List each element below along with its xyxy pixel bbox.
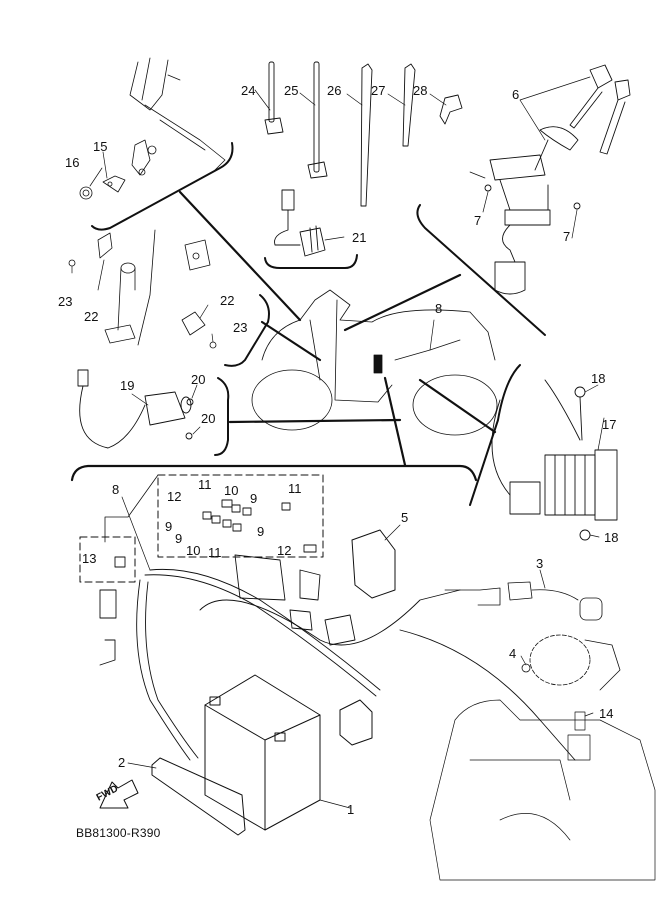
callout-6: 6	[512, 87, 520, 102]
callout-9c: 9	[175, 531, 183, 546]
vehicle-silhouette	[251, 289, 498, 436]
callout-16: 16	[65, 155, 80, 170]
callout-7b: 7	[563, 229, 571, 244]
inset-bracket-top-left	[91, 142, 234, 231]
starter-relay-inset	[77, 369, 194, 449]
callout-14: 14	[599, 706, 614, 721]
inset-bracket-clamps	[224, 294, 270, 367]
battery-cover	[339, 699, 373, 746]
callout-21: 21	[352, 230, 367, 245]
callout-12a: 12	[167, 489, 182, 504]
callout-5: 5	[401, 510, 409, 525]
engine-case	[429, 699, 656, 881]
fwd-arrow-icon	[99, 779, 139, 809]
callout-11c: 11	[288, 481, 302, 496]
inset-bracket-main-switch	[416, 204, 546, 336]
callout-8a: 8	[435, 301, 443, 316]
callout-leaders	[71, 76, 605, 809]
callout-3: 3	[536, 556, 544, 571]
inset-bracket-relay	[214, 377, 230, 456]
callout-17: 17	[602, 417, 617, 432]
callout-23a: 23	[58, 294, 73, 309]
leader-lines-thick	[178, 190, 497, 467]
bracket-lines-8	[104, 474, 159, 543]
callout-26: 26	[327, 83, 342, 98]
clamp-inset	[68, 229, 217, 349]
callout-11b: 11	[208, 545, 222, 560]
callout-28: 28	[413, 83, 428, 98]
callout-13: 13	[82, 551, 97, 566]
callout-23b: 23	[233, 320, 248, 335]
battery	[204, 674, 321, 831]
callout-8b: 8	[112, 482, 120, 497]
callout-1: 1	[347, 802, 355, 817]
main-switch-assembly	[484, 64, 631, 295]
frame-bracket-inset	[79, 57, 226, 200]
callout-20a: 20	[191, 372, 206, 387]
callout-15: 15	[93, 139, 108, 154]
callout-10b: 10	[186, 543, 201, 558]
callout-2: 2	[118, 755, 126, 770]
wire-harness	[99, 554, 576, 761]
callout-9a: 9	[250, 491, 258, 506]
inset-bracket-lower	[70, 464, 478, 482]
callout-27: 27	[371, 83, 386, 98]
callout-19: 19	[120, 378, 135, 393]
callout-18b: 18	[604, 530, 619, 545]
callout-24: 24	[241, 83, 256, 98]
fuse-group-box	[157, 474, 324, 558]
terminal-cover-5	[351, 529, 396, 599]
callout-9b: 9	[165, 519, 173, 534]
relay-13-box	[79, 536, 136, 583]
connector-inset	[274, 189, 326, 257]
reference-code: BB81300-R390	[76, 826, 161, 840]
callout-20b: 20	[201, 411, 216, 426]
starter-motor	[444, 581, 621, 691]
callout-11a: 11	[198, 477, 212, 492]
inset-bracket-rectifier	[469, 364, 521, 506]
callout-18a: 18	[591, 371, 606, 386]
battery-band	[151, 757, 246, 836]
callout-22b: 22	[220, 293, 235, 308]
callout-25: 25	[284, 83, 299, 98]
callout-9d: 9	[257, 524, 265, 539]
fuses	[114, 499, 317, 568]
cable-ties	[264, 61, 463, 207]
callout-4: 4	[509, 646, 517, 661]
callout-10a: 10	[224, 483, 239, 498]
inset-bracket-connector	[264, 254, 358, 269]
rectifier-inset	[491, 379, 618, 541]
callout-22a: 22	[84, 309, 99, 324]
callout-7a: 7	[474, 213, 482, 228]
callout-12b: 12	[277, 543, 292, 558]
